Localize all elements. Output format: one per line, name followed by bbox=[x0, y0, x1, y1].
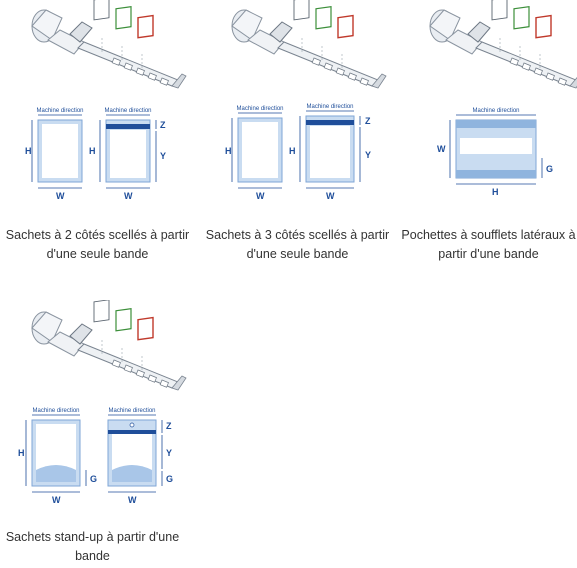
caption-line: Sachets à 2 côtés scellés à partir bbox=[5, 228, 190, 242]
machine-illustration bbox=[31, 0, 187, 89]
gusset-label: G bbox=[90, 474, 97, 484]
width-label: W bbox=[52, 495, 61, 505]
machine-direction-label: Machine direction bbox=[108, 408, 155, 414]
machine-direction-label: Machine direction bbox=[236, 106, 283, 112]
machine-illustration bbox=[429, 0, 577, 89]
pouch-caption: Sachets à 3 côtés scellés à partir d'une… bbox=[200, 226, 395, 264]
pouch-dimension-diagram: Machine direction H W Machine direction … bbox=[25, 108, 166, 201]
height-label: H bbox=[25, 146, 32, 156]
caption-line: d'une seule bande bbox=[246, 247, 349, 261]
caption-line: partir d'une bande bbox=[438, 247, 539, 261]
height-label: H bbox=[289, 146, 296, 156]
pouch-card-stand-up: Machine direction H G W Machine directio… bbox=[0, 300, 200, 568]
gusset-label: G bbox=[546, 164, 553, 174]
height-label: H bbox=[225, 146, 232, 156]
width-label: W bbox=[124, 191, 133, 201]
machine-direction-label: Machine direction bbox=[104, 108, 151, 114]
caption-line: Sachets stand-up à partir d'une bbox=[5, 530, 180, 544]
machine-direction-label: Machine direction bbox=[32, 408, 79, 414]
machine-direction-label: Machine direction bbox=[472, 108, 519, 114]
pouch-dimension-diagram: Machine direction W G H bbox=[437, 108, 553, 197]
pouch-card-2-side-seal: Machine direction H W Machine direction … bbox=[0, 0, 200, 270]
caption-line: Pochettes à soufflets latéraux à bbox=[401, 228, 576, 242]
machine-direction-label: Machine direction bbox=[36, 108, 83, 114]
y-label: Y bbox=[365, 150, 371, 160]
pouch-caption: Pochettes à soufflets latéraux à partir … bbox=[400, 226, 577, 264]
height-label: H bbox=[492, 187, 499, 197]
gusset-label: G bbox=[166, 474, 173, 484]
zipper-label: Z bbox=[160, 120, 166, 130]
machine-illustration bbox=[31, 300, 187, 391]
machine-direction-label: Machine direction bbox=[306, 104, 353, 110]
pouch-card-3-side-seal: Machine direction H W Machine direction … bbox=[200, 0, 400, 270]
zipper-label: Z bbox=[166, 421, 172, 431]
caption-line: Sachets à 3 côtés scellés à partir bbox=[205, 228, 390, 242]
caption-line: bande bbox=[75, 549, 110, 563]
height-label: H bbox=[89, 146, 96, 156]
zipper-label: Z bbox=[365, 116, 371, 126]
width-label: W bbox=[56, 191, 65, 201]
pouch-caption: Sachets à 2 côtés scellés à partir d'une… bbox=[0, 226, 195, 264]
height-label: H bbox=[18, 448, 25, 458]
pouch-card-side-gusset: Machine direction W G H Pochettes à souf… bbox=[400, 0, 577, 270]
width-label: W bbox=[128, 495, 137, 505]
y-label: Y bbox=[160, 151, 166, 161]
pouch-dimension-diagram: Machine direction H W Machine direction … bbox=[225, 104, 371, 201]
pouch-caption: Sachets stand-up à partir d'une bande bbox=[0, 528, 185, 566]
caption-line: d'une seule bande bbox=[46, 247, 149, 261]
y-label: Y bbox=[166, 448, 172, 458]
width-label: W bbox=[437, 144, 446, 154]
pouch-dimension-diagram: Machine direction H G W Machine directio… bbox=[18, 408, 173, 505]
machine-illustration bbox=[231, 0, 387, 89]
width-label: W bbox=[326, 191, 335, 201]
width-label: W bbox=[256, 191, 265, 201]
